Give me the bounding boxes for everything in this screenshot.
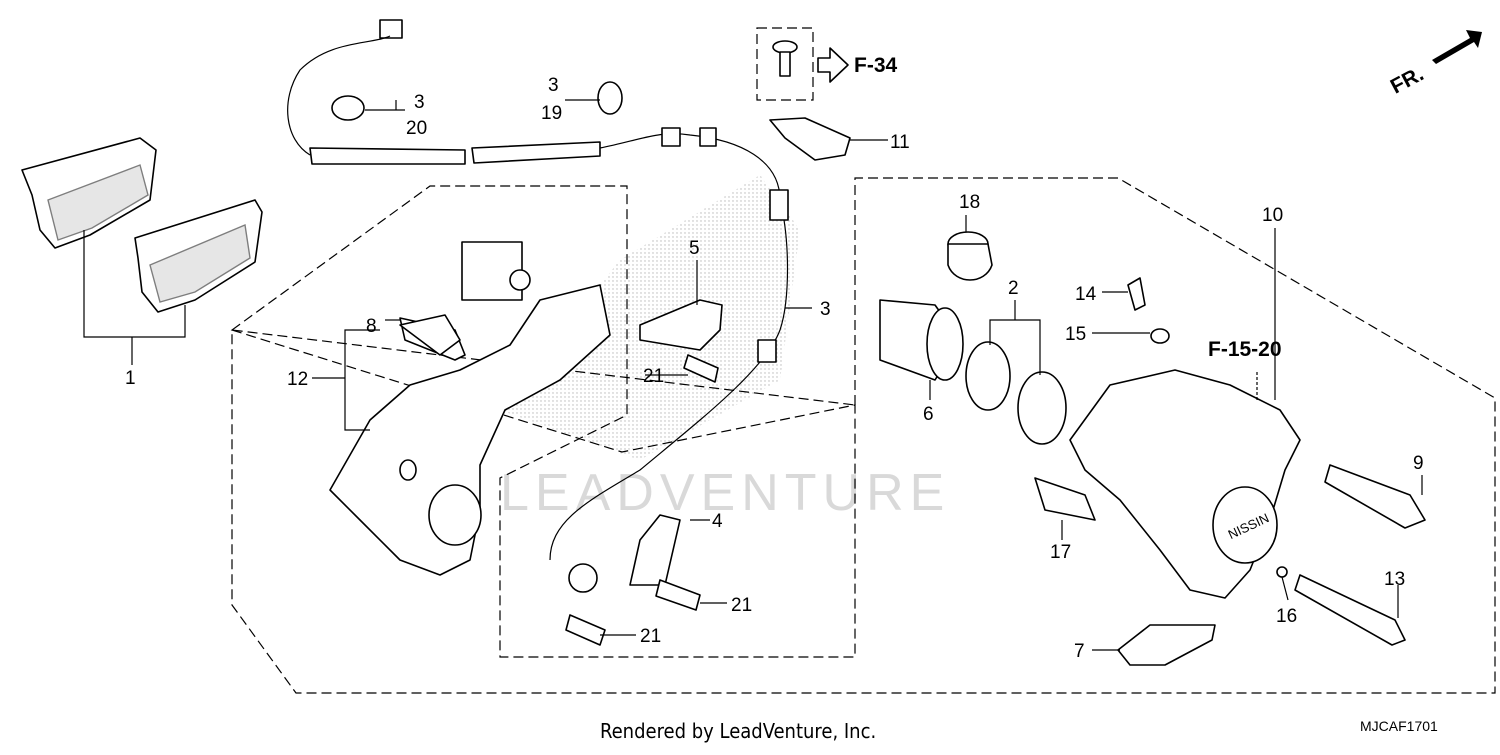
callout-1: 1 (125, 368, 136, 389)
callout-11: 11 (890, 132, 910, 153)
diagram-code: MJCAF1701 (1360, 718, 1438, 734)
wheel-speed-sensor-wire (287, 19, 789, 561)
sensor-ring (568, 563, 598, 593)
front-direction-arrow-icon (1432, 30, 1482, 64)
callout-20: 20 (406, 118, 427, 139)
caliper-body-10: NISSIN (1069, 369, 1301, 599)
callout-5: 5 (689, 238, 700, 259)
bracket-5 (639, 299, 723, 351)
bolt-icon (772, 40, 798, 77)
sensor-4 (629, 514, 681, 586)
clip-11 (769, 117, 851, 161)
watermark-text: LEADVENTURE (500, 464, 950, 522)
callout-17: 17 (1050, 542, 1071, 563)
washer-16 (1276, 566, 1288, 578)
callout-21c: 21 (640, 626, 661, 647)
callout-6: 6 (923, 404, 934, 425)
arrow-right-icon (817, 47, 849, 83)
seal-ring-a (965, 341, 1011, 411)
pin-17 (1034, 477, 1096, 521)
callout-7: 7 (1074, 641, 1085, 662)
clamp-3-19 (597, 81, 623, 115)
caliper-group-boundary (231, 177, 1496, 694)
reference-f34[interactable]: F-34 (854, 54, 898, 77)
spring-7 (1117, 624, 1216, 666)
callout-16: 16 (1276, 606, 1297, 627)
bolt-21b (655, 579, 701, 611)
leader-lines (312, 99, 1423, 651)
callout-3c: 3 (820, 299, 831, 320)
callout-12: 12 (287, 369, 308, 390)
callout-3b: 3 (548, 75, 559, 96)
callout-13: 13 (1384, 569, 1405, 590)
callout-15: 15 (1065, 324, 1086, 345)
callout-10: 10 (1262, 205, 1283, 226)
f34-bolt-box (756, 27, 814, 101)
brake-pads (21, 137, 263, 313)
direction-label: FR. (1387, 62, 1428, 98)
footer-credit: Rendered by LeadVenture, Inc. (600, 719, 876, 743)
bleeder-14 (1127, 277, 1146, 311)
pin-13 (1294, 574, 1406, 646)
callout-8: 8 (366, 316, 377, 337)
callout-3a: 3 (414, 92, 425, 113)
piston-boot-18 (947, 231, 993, 281)
callout-14: 14 (1075, 284, 1097, 305)
bolt-21c (565, 614, 606, 646)
reference-f15-20[interactable]: F-15-20 (1208, 338, 1282, 361)
piston-6 (879, 299, 964, 381)
seal-ring-b (1017, 371, 1067, 445)
callout-1-leader (83, 230, 186, 365)
clip-8 (399, 314, 461, 356)
callout-21b: 21 (731, 595, 752, 616)
callout-2: 2 (1008, 278, 1019, 299)
pin-9 (1324, 464, 1426, 529)
callout-21a: 21 (643, 366, 664, 387)
bracket-group-boundary (230, 185, 856, 658)
callout-9: 9 (1413, 453, 1424, 474)
cap-15 (1150, 328, 1170, 344)
callout-18: 18 (959, 192, 980, 213)
bolt-21a (683, 354, 719, 383)
callout-19: 19 (541, 103, 562, 124)
clamp-3-20 (331, 95, 365, 121)
callout-4: 4 (712, 511, 723, 532)
